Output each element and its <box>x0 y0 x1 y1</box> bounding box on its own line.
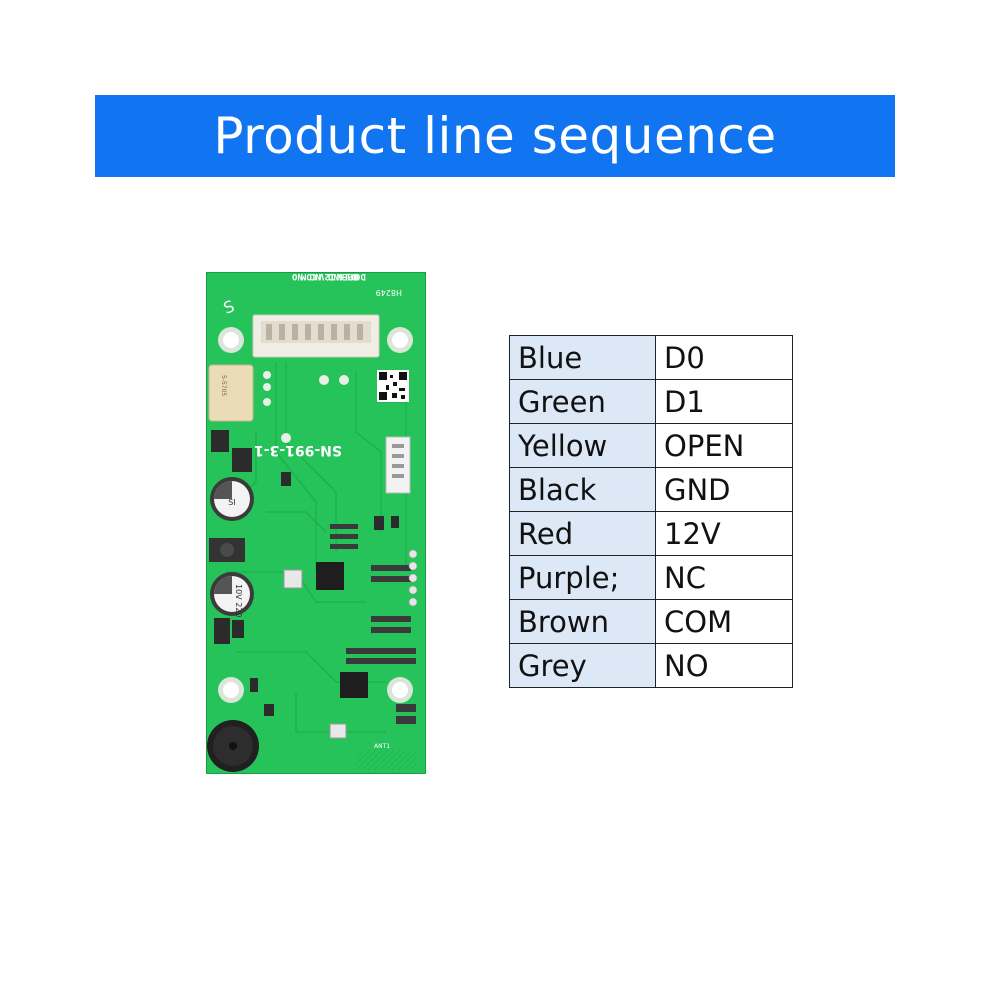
signal-cell: D0 <box>655 335 793 380</box>
table-row: Red 12V <box>509 511 793 556</box>
signal-cell: 12V <box>655 511 793 556</box>
svg-text:5-5705: 5-5705 <box>220 375 227 396</box>
table-row: Grey NO <box>509 643 793 688</box>
table-row: Yellow OPEN <box>509 423 793 468</box>
table-row: Green D1 <box>509 379 793 424</box>
signal-cell: OPEN <box>655 423 793 468</box>
wire-connector <box>252 314 380 358</box>
signal-cell: D1 <box>655 379 793 424</box>
wiring-table: Blue D0 Green D1 Yellow OPEN Black GND R… <box>509 335 793 688</box>
wire-color-cell: Yellow <box>509 423 656 468</box>
capacitor-value: 10V 220 <box>234 584 243 617</box>
table-row: Purple; NC <box>509 555 793 600</box>
wire-color-cell: Brown <box>509 599 656 644</box>
table-row: Brown COM <box>509 599 793 644</box>
wire-color-cell: Red <box>509 511 656 556</box>
qr-code <box>377 370 409 402</box>
signal-cell: NC <box>655 555 793 600</box>
pin-label: NO <box>291 272 302 281</box>
table-row: Blue D0 <box>509 335 793 380</box>
signal-cell: NO <box>655 643 793 688</box>
pcb-board-image: D0 D1 OPEN GND 12V NC COM NO H8249 S 5-5… <box>206 272 426 774</box>
pin-label: COM <box>300 272 317 281</box>
second-ic <box>340 672 368 698</box>
pin-label: GND <box>327 272 344 281</box>
banner-title: Product line sequence <box>213 107 777 165</box>
mounting-holes <box>218 327 413 703</box>
capacitor-top: SI <box>210 477 254 521</box>
pin-label: D1 <box>346 272 357 281</box>
wire-color-cell: Grey <box>509 643 656 688</box>
board-model: SN-991-3-1 <box>254 442 342 458</box>
relay <box>208 364 254 422</box>
wire-color-cell: Blue <box>509 335 656 380</box>
signal-cell: COM <box>655 599 793 644</box>
pin-label: D0 <box>355 272 366 281</box>
pin-label: OPEN <box>337 272 359 281</box>
title-banner: Product line sequence <box>95 95 895 177</box>
wire-color-cell: Black <box>509 467 656 512</box>
pin-label: 12V <box>318 272 335 281</box>
main-ic <box>316 562 344 590</box>
wire-color-cell: Purple; <box>509 555 656 600</box>
pin-label: NC <box>310 272 321 281</box>
svg-text:SI: SI <box>228 498 235 507</box>
buzzer <box>207 720 259 772</box>
antenna-area <box>356 750 418 770</box>
board-code: H8249 <box>376 288 402 297</box>
wire-color-cell: Green <box>509 379 656 424</box>
signal-cell: GND <box>655 467 793 512</box>
antenna-label: ANT1 <box>374 743 390 750</box>
capacitor-bottom: 10V 220 <box>210 572 254 617</box>
connector-pin-labels: D0 D1 OPEN GND 12V NC COM NO <box>291 272 365 281</box>
table-row: Black GND <box>509 467 793 512</box>
